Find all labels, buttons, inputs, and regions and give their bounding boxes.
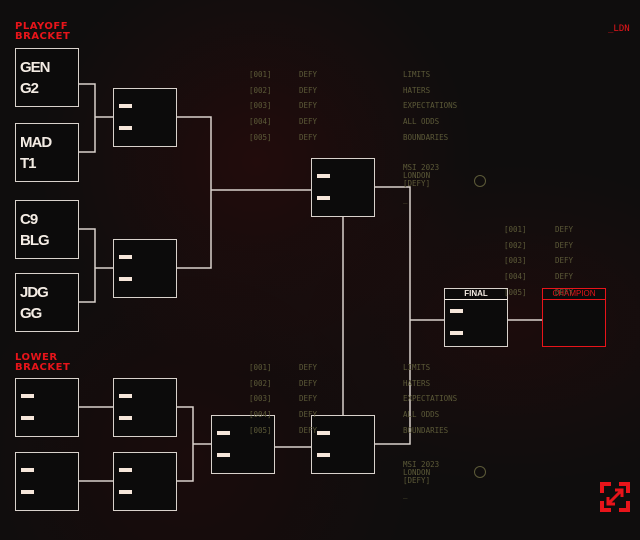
tbd-slot [217,453,230,457]
event-info: LONDON [403,171,431,180]
defy-id: [004] [249,410,272,420]
team-name: JDG [20,284,49,301]
team-name: MAD [20,134,52,151]
event-info: [DEFY] [403,179,431,188]
team-name: BLG [20,232,50,249]
defy-verb: DEFY [555,240,574,250]
tbd-slot [317,196,330,200]
defy-verb: DEFY [299,425,318,435]
msi-logo-icon [474,466,486,478]
tbd-slot [217,431,230,435]
location-tag: _LDN [608,24,630,34]
tbd-slot [119,490,132,494]
tbd-slot [119,394,132,398]
champion-label: CHAMPION [543,289,605,300]
defy-verb: DEFY [299,85,318,95]
tbd-slot [317,431,330,435]
champion-box[interactable]: CHAMPION [542,288,606,347]
tbd-slot [450,309,463,313]
defy-verb: DEFY [299,394,318,404]
tbd-slot [21,416,34,420]
match-box-upper-final[interactable] [311,158,375,217]
defy-verb: DEFY [555,256,574,266]
cursor-mark: _ [403,195,408,204]
defy-verb: DEFY [299,117,318,127]
defy-object: LIMITS [403,70,431,79]
match-box-lower-r1-2[interactable] [15,452,79,511]
match-box-upper-semi-1[interactable] [113,88,177,147]
defy-id: [005] [249,132,272,142]
tbd-slot [119,255,132,259]
defy-verb: DEFY [299,378,318,388]
defy-id: [004] [249,117,272,127]
team-name: C9 [20,211,38,228]
tbd-slot [21,394,34,398]
match-box-r1-2[interactable]: MAD T1 [15,123,79,182]
event-info: [DEFY] [403,476,431,485]
defy-verb: DEFY [555,225,574,234]
defy-object: ALL ODDS [403,117,440,127]
defy-id: [002] [249,378,272,388]
match-box-lower-r1-1[interactable] [15,378,79,437]
defy-verb: DEFY [299,363,318,372]
event-info: LONDON [403,468,431,477]
tbd-slot [21,468,34,472]
match-box-r1-1[interactable]: GEN G2 [15,48,79,107]
tbd-slot [450,331,463,335]
tbd-slot [119,416,132,420]
defy-verb: DEFY [299,410,318,420]
team-name: T1 [20,155,36,172]
defy-verb: DEFY [555,287,574,297]
match-box-upper-semi-2[interactable] [113,239,177,298]
match-box-final[interactable]: FINAL [444,288,508,347]
cursor-mark: _ [403,490,408,499]
match-box-lower-r2-1[interactable] [113,378,177,437]
defy-id: [002] [504,240,527,250]
defy-id: [005] [504,287,527,297]
defy-object: EXPECTATIONS [403,101,458,111]
defy-verb: DEFY [299,132,318,142]
defy-id: [003] [504,256,527,266]
match-box-lower-r2-2[interactable] [113,452,177,511]
defy-verb: DEFY [299,70,318,79]
msi-logo-icon [474,175,486,187]
expand-icon[interactable] [598,480,632,514]
match-box-r1-4[interactable]: JDG GG [15,273,79,332]
defy-object: ALL ODDS [403,410,440,420]
defy-id: [001] [249,70,272,79]
defy-id: [003] [249,101,272,111]
defy-object: LIMITS [403,363,431,372]
defy-id: [001] [249,363,272,372]
tbd-slot [317,174,330,178]
tbd-slot [21,490,34,494]
defy-object: BOUNDARIES [403,425,449,435]
team-name: G2 [20,80,39,97]
defy-id: [005] [249,425,272,435]
defy-id: [001] [504,225,527,234]
defy-object: EXPECTATIONS [403,394,458,404]
match-box-lower-r3[interactable] [211,415,275,474]
tbd-slot [119,104,132,108]
defy-id: [002] [249,85,272,95]
tbd-slot [317,453,330,457]
tbd-slot [119,277,132,281]
defy-verb: DEFY [555,272,574,282]
defy-object: HATERS [403,85,431,95]
tbd-slot [119,126,132,130]
defy-id: [003] [249,394,272,404]
event-info: MSI 2023 [403,460,440,469]
team-name: GG [20,305,42,322]
defy-object: HATERS [403,378,431,388]
defy-object: BOUNDARIES [403,132,449,142]
team-name: GEN [20,59,50,76]
event-info: MSI 2023 [403,163,440,172]
defy-verb: DEFY [299,101,318,111]
tbd-slot [119,468,132,472]
defy-id: [004] [504,272,527,282]
final-label: FINAL [445,289,507,300]
match-box-lower-final[interactable] [311,415,375,474]
